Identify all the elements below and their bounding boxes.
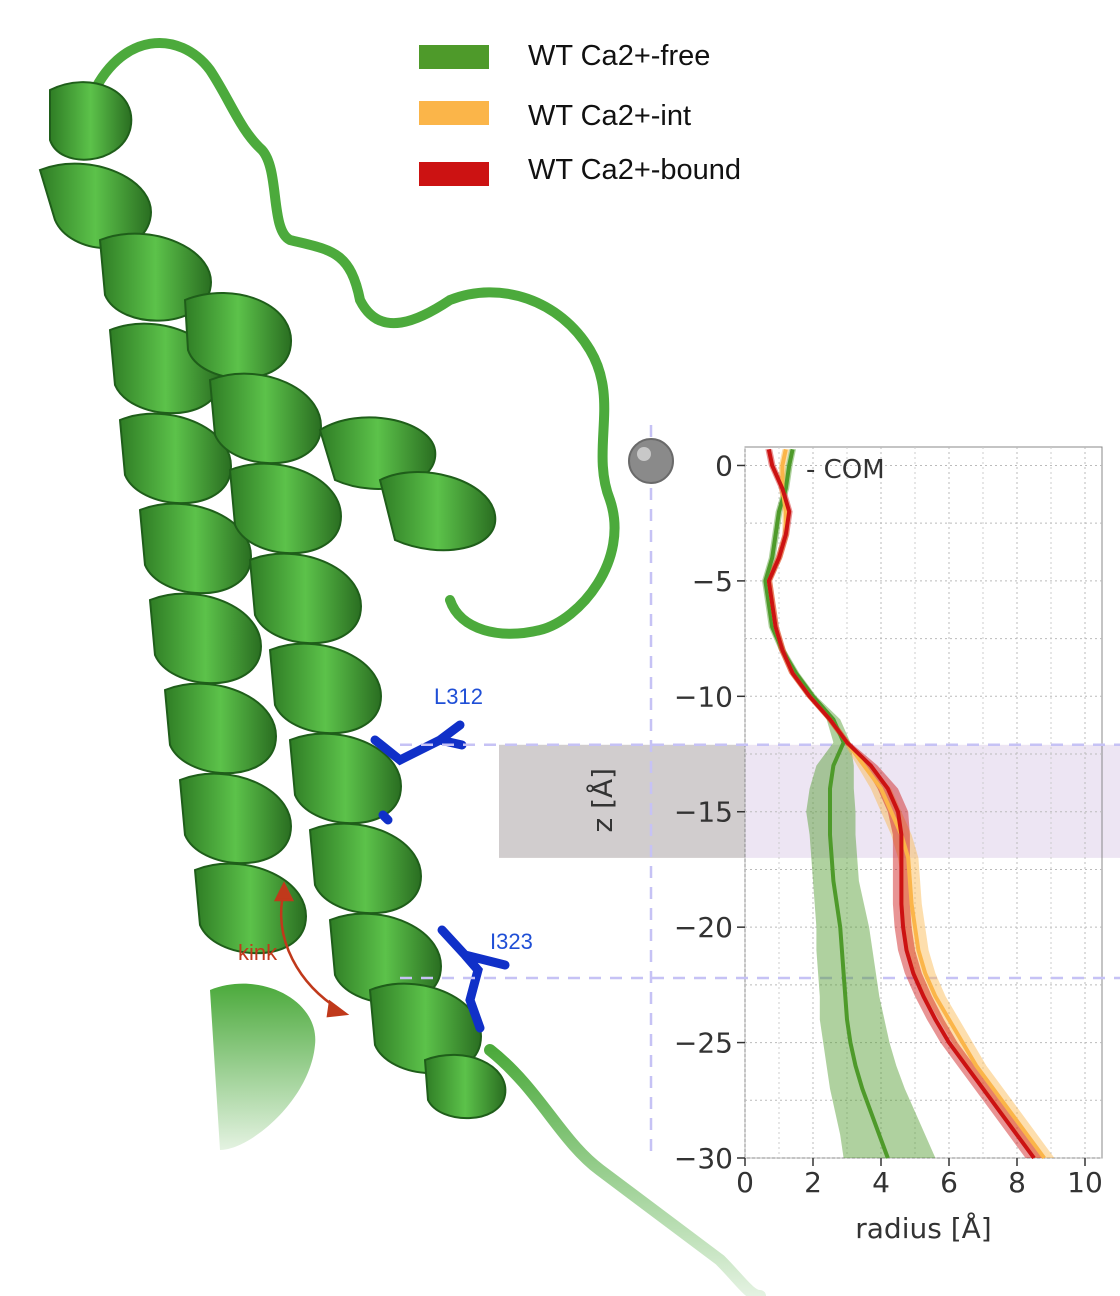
series-line-2 [766,448,1036,1160]
y-tick-label: −25 [674,1027,733,1060]
y-tick-label: −10 [674,680,733,713]
ylabel-box [499,744,745,858]
helix-left [38,81,307,955]
residue-label-l312: L312 [434,684,483,709]
y-tick-label: −5 [692,565,733,598]
x-tick-label: 4 [872,1166,890,1199]
x-tick-label: 10 [1067,1166,1103,1199]
legend-label-int: WT Ca2+-int [528,100,692,132]
legend-swatch-bound [419,162,489,186]
helix-left-faded [210,983,316,1150]
helix-short [318,416,497,552]
com-marker-highlight [637,447,651,461]
residue-l312-stick [370,720,467,766]
x-axis-label: radius [Å] [855,1211,991,1245]
constriction-band [745,744,1120,858]
x-tick-label: 6 [940,1166,958,1199]
x-tick-label: 0 [736,1166,754,1199]
residue-sticks [370,720,510,1033]
series-band-0 [762,449,936,1158]
series-line-0 [763,448,890,1159]
residue-l312-stick-lower [378,810,393,825]
legend-swatch-free [419,45,489,69]
kink-label: kink [238,940,278,965]
loop-tail [484,1044,766,1296]
y-tick-label: −20 [674,911,733,944]
x-tick-label: 8 [1008,1166,1026,1199]
kink-arrow [273,881,350,1018]
com-marker [628,438,674,484]
y-axis-label: z [Å] [585,768,619,833]
residue-label-i323: I323 [490,929,533,954]
y-tick-label: −30 [674,1142,733,1175]
y-tick-label: −15 [674,796,733,829]
legend-label-bound: WT Ca2+-bound [528,154,742,186]
com-label: - COM [806,455,885,485]
y-tick-label: 0 [715,449,733,482]
x-tick-label: 2 [804,1166,822,1199]
legend-swatch-int [419,101,489,125]
residue-i323-stick [437,925,510,1033]
legend-label-free: WT Ca2+-free [528,40,711,72]
series-band-2 [765,449,1043,1158]
loop-top [85,37,620,639]
helix-right [183,292,507,1120]
